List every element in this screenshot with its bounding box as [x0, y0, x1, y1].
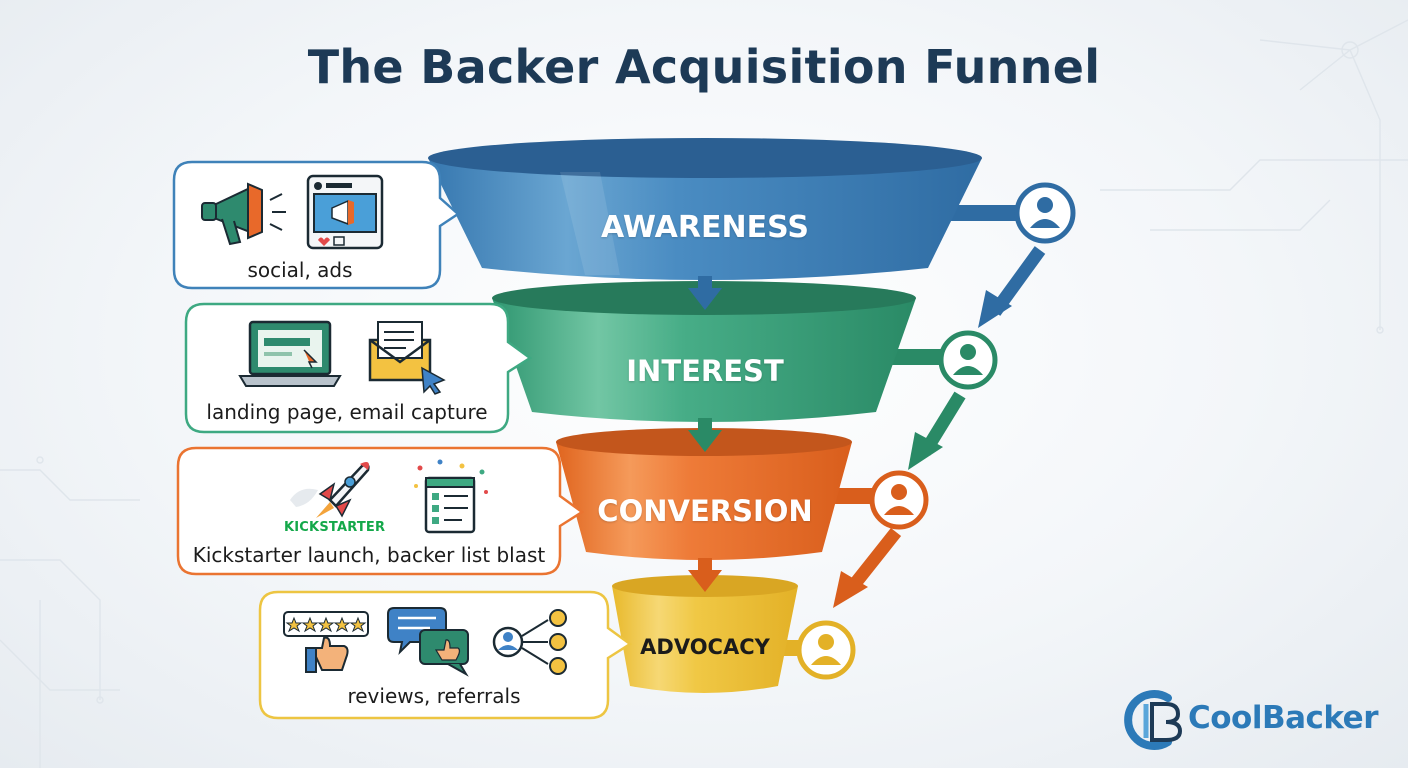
laptop-icon: [238, 320, 342, 387]
user-icon: [869, 470, 929, 530]
background-circuit-lines: [0, 19, 1408, 768]
user-icon: [796, 620, 856, 680]
funnel-awareness: [428, 138, 982, 280]
callout-text-conversion: Kickstarter launch, backer list blast: [192, 543, 546, 567]
stage-label-conversion: CONVERSION: [597, 494, 813, 528]
network-share-icon: [492, 609, 567, 675]
coolbacker-logo-icon: [1124, 690, 1183, 750]
callout-text-awareness: social, ads: [247, 258, 353, 282]
checklist-icon: [414, 459, 488, 534]
stage-connector-arrows: [770, 205, 1046, 656]
email-envelope-icon: [368, 321, 446, 395]
brand-name: CoolBacker: [1188, 700, 1379, 736]
funnel-advocacy: [612, 575, 798, 693]
rocket-icon: [290, 462, 370, 518]
kickstarter-logo-text: KICKSTARTER: [284, 520, 386, 535]
social-post-icon: [306, 174, 384, 250]
stage-label-interest: INTEREST: [626, 354, 784, 388]
stage-label-awareness: AWARENESS: [601, 210, 809, 245]
megaphone-icon: [201, 182, 286, 246]
user-icon: [938, 330, 998, 390]
chat-bubbles-icon: [387, 607, 469, 677]
callout-text-interest: landing page, email capture: [206, 400, 488, 424]
callout-conversion: [176, 446, 585, 576]
stage-label-advocacy: ADVOCACY: [640, 635, 770, 659]
page-title: The Backer Acquisition Funnel: [307, 40, 1101, 94]
user-icon: [1014, 182, 1076, 244]
callout-text-advocacy: reviews, referrals: [347, 684, 521, 708]
stage-down-arrows: [688, 276, 722, 592]
rating-stars-icon: [283, 611, 369, 673]
funnel-conversion: [556, 428, 852, 560]
